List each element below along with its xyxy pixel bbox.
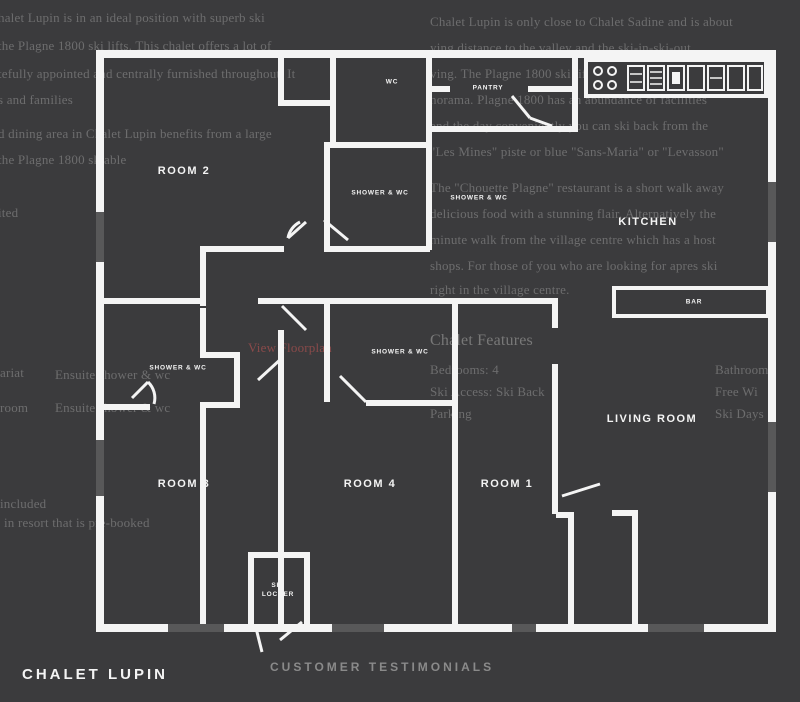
bg-text-line: Parking [430, 406, 472, 421]
kitchen-appliances [593, 65, 763, 91]
bg-text-line: Ski Days [715, 406, 764, 421]
bg-text-line: Chalet Lupin is only close to Chalet Sad… [430, 14, 733, 29]
bg-text-line: delicious food with a stunning flair. Al… [430, 206, 717, 221]
bg-text-line: in resort that is pre-booked [4, 515, 150, 530]
bg-text-line: the Plagne 1800 skiable [0, 152, 127, 167]
bg-text-line: halet Lupin is in an ideal position with… [0, 10, 265, 25]
windows [96, 182, 776, 632]
bg-text-line: shops. For those of you who are looking … [430, 258, 718, 273]
bg-text-line: Ski Access: Ski Back [430, 384, 545, 399]
bg-text-line: The "Chouette Plagne" restaurant is a sh… [430, 180, 725, 195]
room-label-room-4: ROOM 4 [343, 478, 397, 490]
view-floorplan-link[interactable]: View Floorplan [248, 340, 332, 355]
door-swings [130, 95, 601, 653]
bg-text-line: Bedrooms: 4 [430, 362, 500, 377]
room-label-ski-locker: SKI LOCKER [261, 582, 295, 598]
bg-text-line: tefully appointed and centrally furnishe… [0, 66, 296, 81]
bg-text-line: room [0, 400, 29, 415]
bg-text-line: minute walk from the village centre whic… [430, 232, 716, 247]
room-label-shower-wc-top: SHOWER & WC [351, 189, 409, 197]
room-label-wc: WC [385, 78, 399, 86]
bg-text-line: "Les Mines" piste or blue "Sans-Maria" o… [430, 144, 724, 159]
customer-testimonials-link[interactable]: CUSTOMER TESTIMONIALS [270, 660, 495, 674]
room-label-shower-wc-left: SHOWER & WC [149, 364, 207, 372]
bg-text-line: ariat [0, 365, 25, 380]
room-label-shower-wc-pantry: SHOWER & WC [450, 194, 508, 202]
room-label-shower-wc-center: SHOWER & WC [371, 348, 429, 356]
cabinet-icons [627, 65, 763, 91]
bg-text-line: ited [0, 205, 19, 220]
room-label-room-3: ROOM 3 [157, 478, 211, 490]
bg-text-line: included [0, 496, 47, 511]
bg-text-line: Bathrooms [715, 362, 774, 377]
room-label-room-2: ROOM 2 [157, 165, 211, 177]
floorplan-title: CHALET LUPIN [22, 666, 168, 683]
room-label-kitchen: KITCHEN [618, 216, 678, 228]
room-label-bar: BAR [685, 298, 703, 306]
bg-text-line: d dining area in Chalet Lupin benefits f… [0, 126, 272, 141]
room-label-room-1: ROOM 1 [480, 478, 534, 490]
walls [96, 50, 776, 632]
bg-text-line: Free Wi [715, 384, 758, 399]
room-label-living-room: LIVING ROOM [606, 413, 698, 425]
bg-text-line: Ensuite shower & wc [55, 367, 171, 382]
hob-icon [593, 66, 617, 90]
bg-text-line: the Plagne 1800 ski lifts. This chalet o… [0, 38, 272, 53]
bg-text-line: right in the village centre. [430, 282, 570, 297]
room-label-pantry: PANTRY [472, 84, 504, 92]
bg-text-line: s and families [0, 92, 74, 107]
